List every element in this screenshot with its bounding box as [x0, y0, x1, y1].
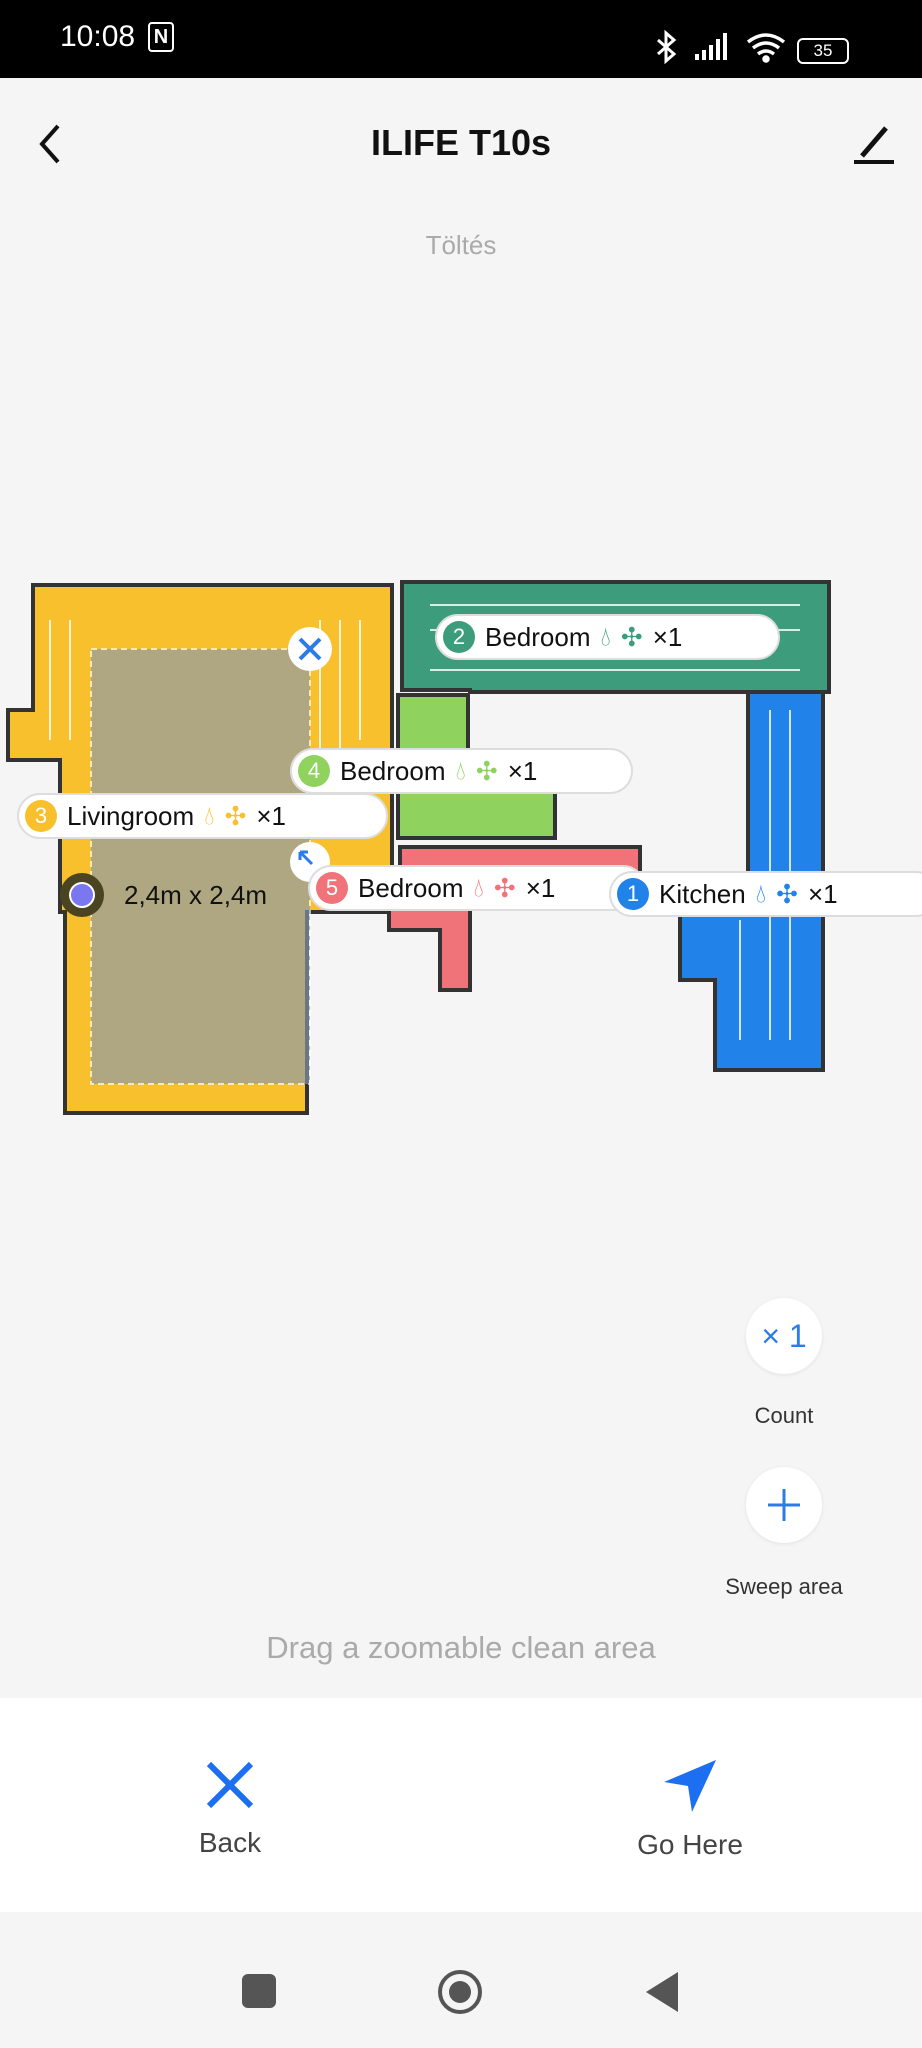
wifi-icon — [746, 33, 786, 63]
back-arrow-icon[interactable] — [36, 120, 66, 168]
robot-icon — [60, 873, 104, 917]
fan-icon: ✣ — [620, 621, 643, 652]
status-icons — [657, 29, 786, 65]
battery-indicator: 35 — [797, 38, 849, 64]
sweep-area-button[interactable] — [746, 1467, 822, 1543]
fan-icon: ✣ — [776, 878, 798, 909]
room-number: 5 — [316, 872, 348, 904]
room-name: Bedroom — [340, 755, 446, 786]
status-bar: 10:08 N 35 — [0, 0, 922, 78]
room-count: ×1 — [807, 878, 838, 909]
water-drop-icon: 💧︎ — [455, 755, 466, 785]
page-title: ILIFE T10s — [370, 122, 552, 163]
status-time: 10:08 — [60, 20, 136, 53]
go-here-label: Go Here — [637, 1829, 743, 1860]
edit-pencil-icon[interactable] — [852, 120, 896, 168]
zone-close-button[interactable] — [288, 627, 332, 671]
recent-apps-button[interactable] — [242, 1974, 276, 2008]
fan-icon: ✣ — [493, 872, 516, 903]
sweep-area-label: Sweep area — [725, 1574, 843, 1599]
zone-size-label: 2,4m x 2,4m — [124, 880, 268, 910]
room-name: Bedroom — [485, 621, 591, 652]
room-name: Livingroom — [67, 800, 195, 831]
count-label: Count — [754, 1403, 814, 1428]
room-count: ×1 — [525, 872, 556, 903]
bottom-panel: Back Go Here — [0, 1698, 922, 1912]
room-name: Kitchen — [659, 878, 746, 909]
bluetooth-icon — [657, 29, 677, 65]
room-number: 4 — [298, 755, 330, 787]
nfc-icon: N — [148, 22, 174, 52]
hint-text: Drag a zoomable clean area — [266, 1630, 656, 1665]
back-button[interactable]: Back — [130, 1758, 330, 1859]
room-label-bedroom-4[interactable]: 4 Bedroom 💧︎ ✣ ×1 — [290, 748, 633, 794]
home-button[interactable] — [436, 1968, 484, 2016]
water-drop-icon: 💧︎ — [600, 621, 611, 651]
room-number: 1 — [617, 878, 649, 910]
room-count: ×1 — [507, 755, 538, 786]
room-name: Bedroom — [358, 872, 464, 903]
room-label-kitchen-1[interactable]: 1 Kitchen 💧︎ ✣ ×1 — [609, 871, 922, 917]
device-status: Töltés — [425, 230, 497, 260]
water-drop-icon: 💧︎ — [204, 800, 215, 830]
signal-icon — [695, 33, 727, 60]
fan-icon: ✣ — [475, 755, 498, 786]
plus-icon — [768, 1489, 800, 1521]
count-button[interactable]: × 1 — [746, 1298, 822, 1374]
clean-zone — [90, 648, 311, 1085]
go-here-button[interactable]: Go Here — [590, 1756, 790, 1861]
room-label-livingroom-3[interactable]: 3 Livingroom 💧︎ ✣ ×1 — [17, 793, 388, 839]
fan-icon: ✣ — [224, 800, 247, 831]
room-number: 3 — [25, 800, 57, 832]
back-label: Back — [198, 1827, 262, 1858]
water-drop-icon: 💧︎ — [755, 878, 767, 908]
room-count: ×1 — [256, 800, 287, 831]
room-number: 2 — [443, 621, 475, 653]
room-label-bedroom-5[interactable]: 5 Bedroom 💧︎ ✣ ×1 — [308, 865, 646, 911]
system-back-button[interactable] — [642, 1970, 682, 2014]
navigation-arrow-icon — [664, 1760, 716, 1812]
water-drop-icon: 💧︎ — [473, 872, 484, 902]
close-x-icon — [206, 1761, 254, 1809]
room-label-bedroom-2[interactable]: 2 Bedroom 💧︎ ✣ ×1 — [435, 614, 780, 660]
room-count: ×1 — [652, 621, 683, 652]
